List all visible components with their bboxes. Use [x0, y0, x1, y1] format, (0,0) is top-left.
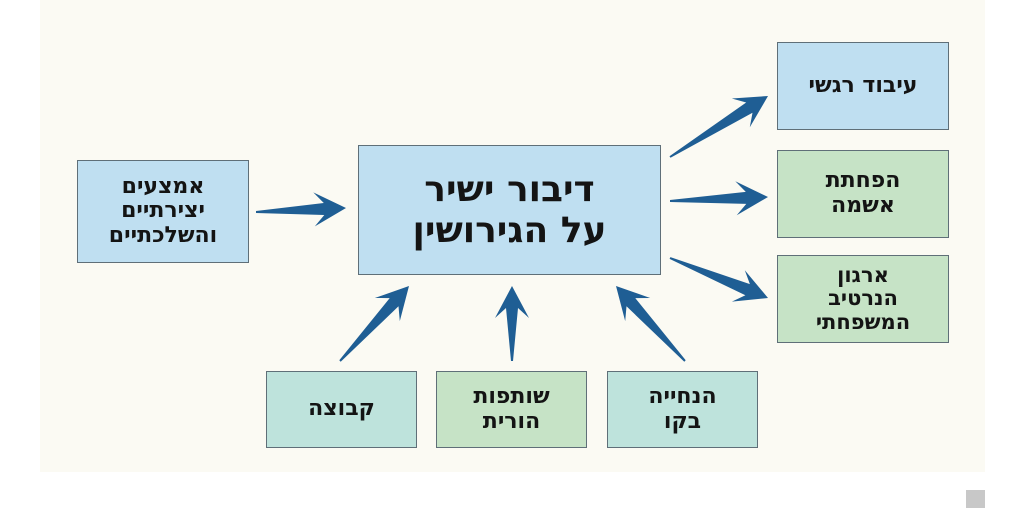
box-line: קבוצה [308, 396, 375, 422]
arrow [669, 257, 768, 302]
arrow [339, 286, 409, 362]
box-line: יצירתיים [121, 198, 205, 224]
box-group: קבוצה [266, 371, 417, 448]
box-line: הורית [482, 408, 541, 434]
box-direct-talk-divorce: דיבור ישיר על הגירושין [358, 145, 661, 275]
box-line: המשפחתי [815, 309, 911, 334]
box-line: הפחתת [825, 168, 901, 194]
corner-square [966, 490, 985, 508]
box-line: אמצעים [121, 173, 205, 199]
box-line: שותפות [473, 383, 550, 409]
box-line: והשלכתיים [108, 222, 218, 248]
arrow [670, 181, 768, 216]
box-line: ארגון [837, 262, 889, 287]
box-guilt-reduction: הפחתת אשמה [777, 150, 949, 238]
box-family-narrative: ארגון הנרטיב המשפחתי [777, 255, 949, 343]
box-parental-partnership: שותפות הורית [436, 371, 587, 448]
box-line: אשמה [831, 193, 895, 218]
arrow [669, 96, 768, 158]
box-line: עיבוד רגשי [808, 72, 918, 98]
arrow [495, 286, 529, 361]
arrow [256, 192, 346, 227]
box-line: דיבור ישיר [424, 168, 595, 210]
box-emotional-processing: עיבוד רגשי [777, 42, 949, 130]
arrow [616, 286, 686, 362]
box-online-guidance: הנחייה בקו [607, 371, 758, 448]
box-line: הנחייה [648, 383, 717, 409]
box-line: הנרטיב [828, 286, 898, 311]
box-creative-projective-means: אמצעים יצירתיים והשלכתיים [77, 160, 249, 263]
box-line: בקו [663, 408, 702, 434]
box-line: על הגירושין [412, 210, 607, 251]
